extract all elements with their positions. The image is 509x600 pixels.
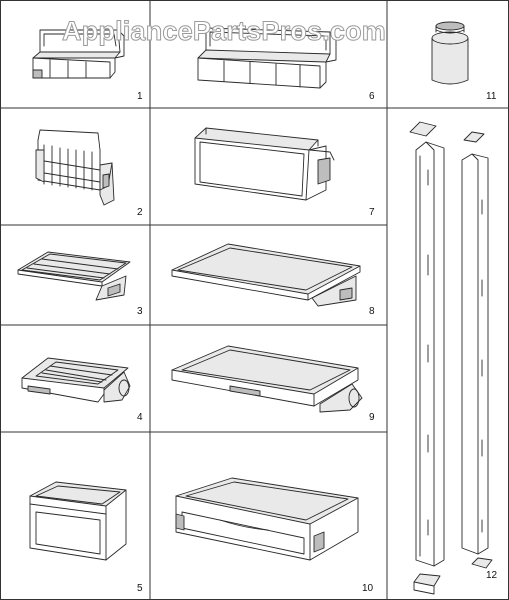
part-number-10: 10 (362, 583, 374, 594)
part-number-labels: 1 2 3 4 5 6 7 8 9 10 11 12 (137, 91, 498, 594)
part-5-deli-drawer[interactable] (29, 481, 127, 561)
part-11-filter-cartridge[interactable] (431, 21, 469, 85)
watermark-text: AppliancePartsPros.com (62, 16, 386, 46)
part-number-9: 9 (369, 412, 375, 423)
part-1-door-bin-small[interactable] (32, 29, 125, 79)
part-number-11: 11 (486, 91, 497, 102)
part-8-glass-shelf[interactable] (171, 243, 361, 307)
part-number-3: 3 (137, 306, 143, 317)
part-4-slide-out-wire-shelf[interactable] (21, 357, 131, 403)
part-9-slide-out-glass-shelf[interactable] (171, 345, 363, 413)
part-3-wire-shelf-small[interactable] (17, 251, 131, 301)
part-number-12: 12 (486, 570, 498, 581)
part-number-6: 6 (369, 91, 375, 102)
part-number-8: 8 (369, 306, 375, 317)
part-number-2: 2 (137, 207, 143, 218)
part-6-door-bin-large[interactable] (197, 27, 337, 89)
part-10-crisper-drawer[interactable] (175, 477, 359, 561)
part-number-5: 5 (137, 583, 143, 594)
part-number-1: 1 (137, 91, 143, 102)
part-7-dairy-bin[interactable] (194, 127, 335, 201)
part-12-shelf-ladder-rails[interactable] (409, 121, 493, 595)
part-number-7: 7 (369, 207, 375, 218)
part-number-4: 4 (137, 412, 143, 423)
part-2-wire-can-rack[interactable] (35, 129, 115, 206)
